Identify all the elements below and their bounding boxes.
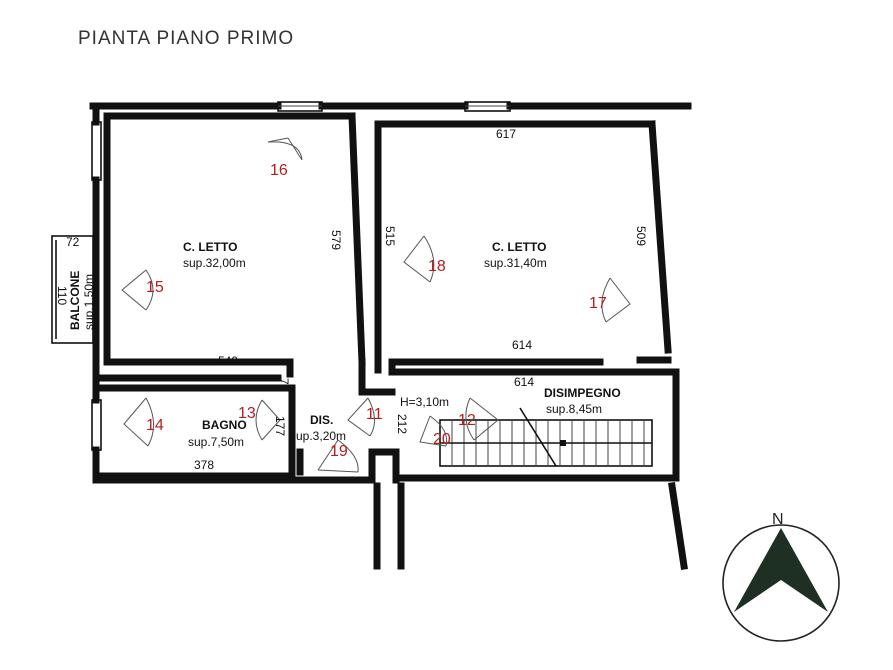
room-area-letto2: sup.31,40m xyxy=(484,256,547,270)
stairs-arrow xyxy=(560,440,566,446)
photo-point-18: 18 xyxy=(428,258,446,275)
dim-378: 378 xyxy=(194,458,214,472)
photo-point-16: 16 xyxy=(270,162,288,179)
photo-point-19: 19 xyxy=(330,443,348,460)
view-angle-16 xyxy=(267,137,303,161)
view-angle-13 xyxy=(255,399,281,441)
room-area-bagno: sup.7,50m xyxy=(188,435,244,449)
dim-515: 515 xyxy=(383,226,397,246)
balcony-outline xyxy=(51,235,94,344)
plan-title: PIANTA PIANO PRIMO xyxy=(78,28,295,49)
photo-point-14: 14 xyxy=(146,417,164,434)
staircase xyxy=(439,407,653,467)
room-area-balcone: sup.1,50m xyxy=(82,274,96,330)
balcony xyxy=(51,235,94,344)
room-name-balcone: BALCONE xyxy=(68,271,82,330)
photo-point-17: 17 xyxy=(589,295,607,312)
room-area-disimpegno: sup.8,45m xyxy=(546,402,602,416)
room-name-letto2: C. LETTO xyxy=(492,240,546,254)
view-angle-11 xyxy=(347,397,375,437)
stairs-cut-line xyxy=(519,407,557,467)
dim-110: 110 xyxy=(55,286,69,305)
dim-177: 177 xyxy=(273,416,287,436)
dim-72: 72 xyxy=(66,235,80,249)
wall-letto1-right xyxy=(348,112,366,366)
window-left-upper xyxy=(91,121,102,181)
room-area-letto1: sup.32,00m xyxy=(183,256,246,270)
room-name-letto1: C. LETTO xyxy=(183,240,237,254)
photo-point-20: 20 xyxy=(433,431,451,448)
dim-212: 212 xyxy=(395,414,409,434)
wall-letto2-right xyxy=(648,120,672,354)
dim-614-b: 614 xyxy=(514,375,534,389)
room-area-dis: sup.3,20m xyxy=(290,429,346,443)
window-left-bagno xyxy=(91,399,102,451)
photo-point-13: 13 xyxy=(238,405,256,422)
dim-74: 74 xyxy=(277,378,291,392)
view-angle-17 xyxy=(601,277,631,323)
view-angle-20 xyxy=(419,415,448,447)
view-angle-12 xyxy=(465,397,499,441)
photo-point-12: 12 xyxy=(458,412,476,429)
view-angle-14 xyxy=(123,397,154,447)
view-angle-18 xyxy=(403,235,435,283)
compass-circle xyxy=(722,524,840,642)
dim-509: 509 xyxy=(634,226,648,246)
room-name-bagno: BAGNO xyxy=(202,418,247,432)
photo-point-11: 11 xyxy=(366,406,383,423)
dim-614-a: 614 xyxy=(512,338,532,352)
room-name-dis: DIS. xyxy=(310,413,333,427)
compass-arrow-left xyxy=(734,528,781,612)
view-angles xyxy=(121,137,631,473)
photo-point-15: 15 xyxy=(146,279,164,296)
compass-north-label: N xyxy=(772,511,784,528)
dim-549: 549 xyxy=(218,354,238,368)
view-angle-19 xyxy=(317,439,359,473)
room-name-disimpegno: DISIMPEGNO xyxy=(544,386,621,400)
dim-579: 579 xyxy=(329,230,343,250)
north-compass: N xyxy=(722,511,840,642)
view-angle-15 xyxy=(121,269,154,311)
ceiling-height: H=3,10m xyxy=(400,395,449,409)
dim-617: 617 xyxy=(496,127,516,141)
walls xyxy=(89,101,692,570)
compass-arrow-right xyxy=(781,528,828,612)
